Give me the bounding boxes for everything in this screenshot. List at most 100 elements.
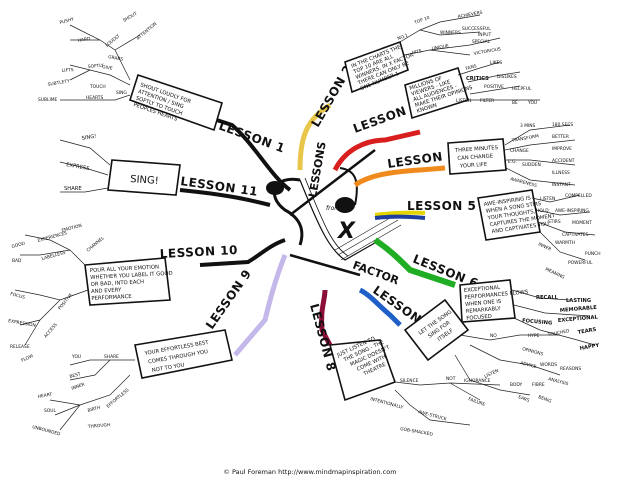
kw-captivates: CAPTIVATES xyxy=(562,232,589,238)
kw-loudly: LOUDLY xyxy=(104,33,121,49)
kw-180secs: 180 SECS xyxy=(552,122,573,128)
kw-emotion: EMOTION xyxy=(61,223,83,234)
kw-change: CHANGE xyxy=(510,148,529,154)
kw-be: BE xyxy=(512,100,518,106)
lesson-1-branch: LESSON 1 SHOUT LOUDLY FOR ATTENTION / SI… xyxy=(38,11,292,192)
center-word-factor: FACTOR xyxy=(351,259,401,288)
kw-shout: SHOUT xyxy=(122,11,139,24)
lesson-10-text: POUR ALL YOUR EMOTION WHETHER YOU LABEL … xyxy=(90,264,176,302)
kw-exceptional: EXCEPTIONAL xyxy=(558,314,599,324)
kw-memorable: MEMORABLE xyxy=(560,305,598,314)
kw-soul: SOUL xyxy=(44,408,56,414)
kw-advice: ADVICE xyxy=(519,360,537,370)
kw-subtlety: SUBTLETY xyxy=(47,78,70,88)
kw-aweinspiring: AWE-INSPIRING xyxy=(555,208,589,214)
kw-tears: TEARS xyxy=(577,327,597,336)
kw-better: BETTER xyxy=(552,134,569,140)
kw-happy: HAPPY xyxy=(579,343,600,352)
kw-focus: FOCUS xyxy=(9,291,25,301)
lesson-11-box xyxy=(107,159,181,196)
kw-3mins: 3 MINS xyxy=(520,123,536,129)
kw-opinions: OPINIONS xyxy=(521,346,544,357)
music-note-icon xyxy=(335,197,355,213)
lesson-5-label: LESSON 5 xyxy=(407,199,476,213)
x-logo-icon: X xyxy=(336,219,356,244)
kw-good: GOOD xyxy=(11,240,26,250)
kw-touched: TOUCHED xyxy=(546,328,570,338)
kw-no: NO xyxy=(490,333,497,339)
kw-words: WORDS xyxy=(540,362,557,368)
kw-fibre: FIBRE xyxy=(532,382,545,388)
lesson-2-box xyxy=(344,40,409,94)
kw-inner9: INNER xyxy=(71,382,86,392)
kw-special: SPECIAL xyxy=(472,39,491,45)
kw-improve: IMPROVE xyxy=(552,146,572,152)
kw-through: THROUGH xyxy=(87,422,111,430)
lesson-8-label: LESSON 8 xyxy=(307,302,338,373)
kw-sing: SING xyxy=(116,90,127,96)
kw-successful: SUCCESSFUL xyxy=(462,26,491,32)
lesson-11-text: SING! xyxy=(130,174,159,187)
kw-no1: NO.1 xyxy=(397,32,409,41)
kw-winners: WINNERS xyxy=(440,30,461,36)
kw-intentionally: INTENTIONALLY xyxy=(369,396,404,411)
kw-hype: HYPE xyxy=(528,333,540,339)
kw-you9: YOU xyxy=(71,354,81,360)
kw-achievers: ACHIEVERS xyxy=(457,10,483,20)
kw-positive10: POSITIVE xyxy=(57,292,75,311)
kw-filter: FILTER xyxy=(480,98,494,104)
kw-not: NOT xyxy=(446,376,456,382)
lesson-6-box xyxy=(459,279,516,323)
kw-give: GIVE xyxy=(102,64,114,72)
footer-credit: © Paul Foreman http://www.mindmapinspira… xyxy=(223,468,397,476)
kw-listen7: LISTEN xyxy=(483,368,499,380)
kw-instant: INSTANT xyxy=(552,182,571,188)
kw-transform: TRANSFORM xyxy=(510,133,539,144)
lesson-10-box xyxy=(84,257,171,306)
kw-meaning: MEANING xyxy=(544,266,566,280)
kw-failure: FAILURE xyxy=(467,396,486,408)
lesson-11-branch: LESSON 11 SING! SING! EXPRESS SHARE xyxy=(59,133,271,207)
lesson-4-box xyxy=(447,138,507,175)
kw-attention: ATTENTION xyxy=(135,21,158,41)
kw-critics: CRITICS xyxy=(466,76,489,82)
kw-moment: MOMENT xyxy=(572,220,592,226)
lesson-3-box xyxy=(404,66,470,120)
lesson-5-branch: LESSON 5 AWE-INSPIRING IS WHEN A SONG ST… xyxy=(374,189,601,281)
kw-dislikes: DISLIKES xyxy=(497,74,517,80)
lesson-9-box xyxy=(134,329,233,379)
kw-hearts: HEARTS xyxy=(86,95,103,101)
kw-effortless: EFFORTLESS xyxy=(105,387,130,409)
lesson-4-text: THREE MINUTES CAN CHANGE YOUR LIFE xyxy=(454,145,501,170)
kw-release: RELEASE xyxy=(10,344,30,350)
lesson-9-label: LESSON 9 xyxy=(203,267,254,332)
kw-channel: CHANNEL xyxy=(85,235,105,254)
kw-punch: PUNCH xyxy=(585,251,601,257)
kw-listen5: LISTEN xyxy=(540,196,555,202)
kw-warmth: WARMTH xyxy=(555,240,575,246)
lesson-10-label: LESSON 10 xyxy=(159,243,238,261)
kw-flow: FLOW xyxy=(20,353,35,364)
kw-lasting: LASTING xyxy=(566,298,591,304)
kw-birth: BIRTH xyxy=(87,405,101,414)
center-word-from: from xyxy=(326,205,340,212)
music-note-icon xyxy=(266,181,284,195)
kw-sudden: SUDDEN xyxy=(522,162,541,168)
kw-best: BEST xyxy=(69,371,82,380)
kw-compelled: COMPELLED xyxy=(565,193,592,199)
kw-focusing: FOCUSING xyxy=(522,318,553,327)
kw-expression: EXPRESSION xyxy=(8,318,36,329)
kw-heart: HEART xyxy=(37,391,53,399)
kw-illness: ILLNESS xyxy=(552,170,570,176)
kw-hits: HITS xyxy=(411,48,422,56)
kw-experiences: EXPERIENCES xyxy=(37,230,68,244)
kw-body: BODY xyxy=(510,382,523,388)
kw-eg: E.G. xyxy=(508,159,517,165)
kw-express: EXPRESS xyxy=(66,162,90,172)
lesson-1-label: LESSON 1 xyxy=(217,119,287,156)
kw-helpful: HELPFUL xyxy=(512,86,532,92)
kw-unbounded: UNBOUNDED xyxy=(31,424,61,437)
kw-hard: HARD xyxy=(77,36,91,44)
